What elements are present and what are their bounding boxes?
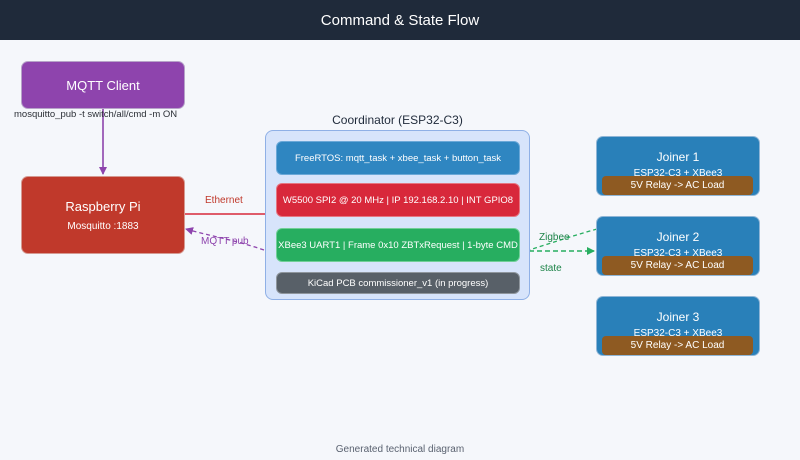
edge-mqtt-pub — [185, 227, 265, 251]
coordinator-row-w5500[interactable]: W5500 SPI2 @ 20 MHz | IP 192.168.2.10 | … — [276, 183, 520, 217]
raspberry-pi-node[interactable]: Raspberry Pi Mosquitto :1883 — [21, 176, 185, 254]
edge-label-zigbee: Zigbee — [539, 232, 570, 243]
edge-label-ethernet: Ethernet — [205, 195, 243, 206]
diagram-header: Command & State Flow — [0, 0, 800, 40]
joiner-1-node[interactable]: Joiner 1 ESP32-C3 + XBee3 5V Relay -> AC… — [596, 136, 760, 196]
joiner-2-subtitle: ESP32-C3 + XBee3 — [633, 248, 723, 259]
diagram-title: Command & State Flow — [320, 11, 480, 29]
mqtt-client-command-caption: mosquitto_pub -t switch/all/cmd -m ON — [14, 109, 178, 120]
joiner-3-node[interactable]: Joiner 3 ESP32-C3 + XBee3 5V Relay -> AC… — [596, 296, 760, 356]
joiner-2-title: Joiner 2 — [656, 230, 700, 244]
coordinator-row-xbee3[interactable]: XBee3 UART1 | Frame 0x10 ZBTxRequest | 1… — [276, 228, 520, 262]
joiner-3-subtitle: ESP32-C3 + XBee3 — [633, 328, 723, 339]
mqtt-client-node[interactable]: MQTT Client — [21, 61, 185, 109]
coordinator-row-kicad[interactable]: KiCad PCB commissioner_v1 (in progress) — [276, 272, 520, 294]
diagram-footer-caption: Generated technical diagram — [335, 444, 465, 455]
coordinator-row-freertos[interactable]: FreeRTOS: mqtt_task + xbee_task + button… — [276, 141, 520, 175]
joiner-1-relay: 5V Relay -> AC Load — [602, 176, 753, 195]
joiner-1-title: Joiner 1 — [656, 150, 700, 164]
raspberry-pi-title: Raspberry Pi — [65, 198, 141, 214]
joiner-3-relay: 5V Relay -> AC Load — [602, 336, 753, 355]
joiner-2-relay: 5V Relay -> AC Load — [602, 256, 753, 275]
raspberry-pi-subtitle: Mosquitto :1883 — [67, 220, 139, 232]
mqtt-client-title: MQTT Client — [66, 77, 140, 93]
coordinator-title: Coordinator (ESP32-C3) — [332, 113, 463, 127]
joiner-2-node[interactable]: Joiner 2 ESP32-C3 + XBee3 5V Relay -> AC… — [596, 216, 760, 276]
joiner-1-subtitle: ESP32-C3 + XBee3 — [633, 168, 723, 179]
joiner-3-title: Joiner 3 — [656, 310, 700, 324]
edge-label-mqtt-pub: MQTT pub — [201, 236, 249, 247]
edge-label-state: state — [540, 263, 562, 274]
